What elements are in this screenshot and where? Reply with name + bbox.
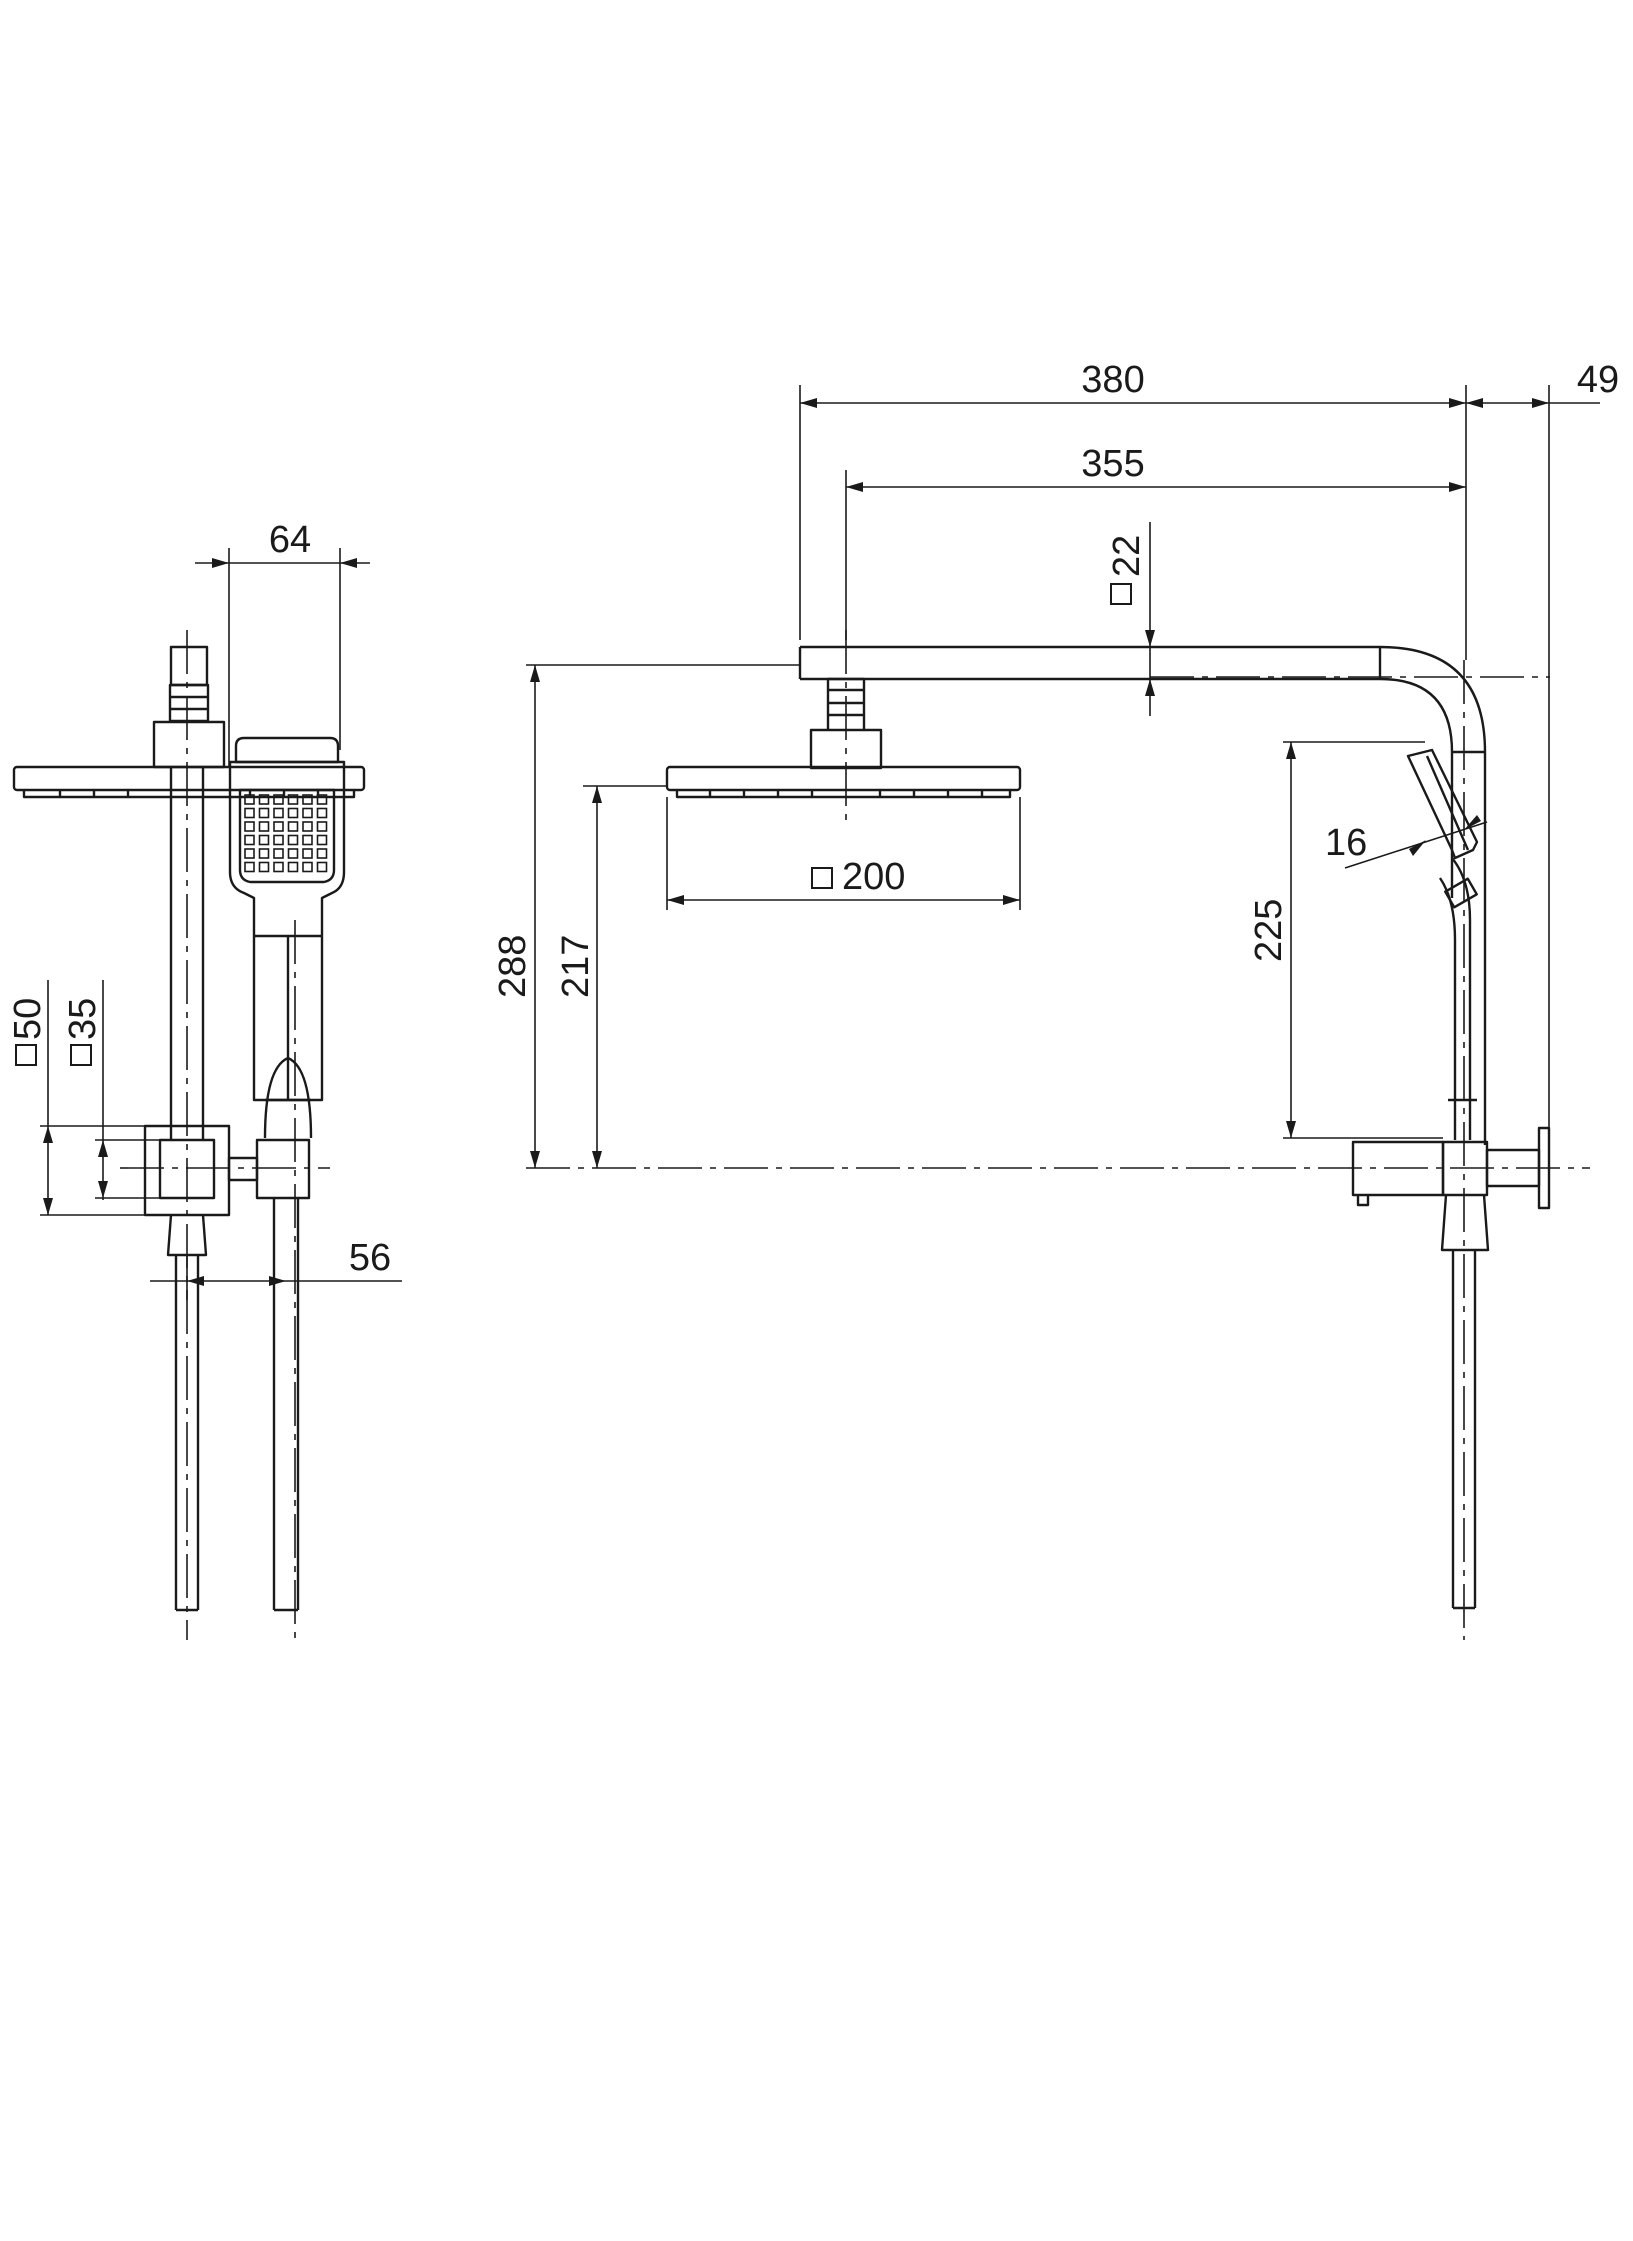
nozzle-hole	[273, 834, 284, 846]
dim-355: 355	[845, 443, 1466, 640]
shower-arm	[798, 645, 1487, 1145]
dim-56: 56	[150, 1237, 402, 1300]
front-view: 380 49 355 22	[492, 359, 1619, 1640]
dim-64: 64	[195, 519, 370, 767]
dim-217: 217	[555, 785, 667, 1168]
dim-200: 200	[666, 797, 1021, 910]
side-view: 64 50 35 56	[7, 519, 402, 1640]
nozzle-hole	[244, 807, 255, 819]
nozzle-hole	[287, 834, 299, 846]
nozzle-hole	[258, 834, 270, 846]
nozzle-hole	[273, 848, 284, 859]
front-hand-shower	[1406, 748, 1479, 1140]
dim-16: 16	[1325, 815, 1488, 869]
nozzle-hole	[273, 821, 284, 832]
front-head-nozzles	[708, 790, 984, 797]
dim-22: 22	[1106, 522, 1155, 716]
dim-200-label: 200	[842, 856, 905, 898]
nozzle-hole	[244, 861, 255, 873]
nozzle-hole	[244, 821, 255, 832]
nozzle-hole	[302, 861, 313, 873]
dim-50: 50	[7, 980, 145, 1216]
nozzle-hole	[258, 807, 270, 819]
nozzle-hole	[316, 807, 328, 819]
dim-225-label: 225	[1248, 899, 1290, 962]
nozzle-hole	[316, 794, 328, 805]
nozzle-hole	[302, 834, 313, 846]
nozzle-hole	[302, 807, 313, 819]
nozzle-hole	[258, 821, 270, 832]
dim-380-label: 380	[1081, 359, 1144, 401]
nozzle-hole	[302, 794, 313, 805]
dim-288: 288	[492, 664, 800, 1168]
nozzle-hole	[302, 821, 313, 832]
nozzle-hole	[287, 861, 299, 873]
nozzle-hole	[244, 794, 255, 805]
nozzle-hole	[244, 834, 255, 846]
side-hand-shower	[228, 736, 346, 1139]
dim-22-label: 22	[1106, 535, 1148, 577]
nozzle-hole	[273, 861, 284, 873]
dim-56-label: 56	[349, 1237, 391, 1279]
nozzle-hole	[287, 794, 299, 805]
dim-49-label: 49	[1577, 359, 1619, 401]
nozzle-hole	[244, 848, 255, 859]
nozzle-hole	[258, 848, 270, 859]
front-head-nut	[826, 677, 866, 717]
nozzle-hole	[258, 794, 270, 805]
nozzle-hole	[302, 848, 313, 859]
dim-217-label: 217	[555, 935, 597, 998]
rail-top-nut	[168, 683, 210, 723]
front-wall-mount	[1351, 1126, 1551, 1610]
dim-50-label: 50	[7, 998, 49, 1040]
dim-35-label: 35	[62, 998, 104, 1040]
nozzle-hole	[273, 794, 284, 805]
head-connector	[152, 720, 226, 769]
nozzle-hole	[316, 821, 328, 832]
dim-49: 49	[1466, 359, 1619, 1128]
dim-355-label: 355	[1081, 443, 1144, 485]
nozzle-hole	[258, 861, 270, 873]
nozzle-hole	[316, 861, 328, 873]
nozzle-hole	[287, 821, 299, 832]
nozzle-hole	[287, 807, 299, 819]
dim-380: 380	[799, 359, 1467, 660]
dim-288-label: 288	[492, 935, 534, 998]
dim-64-label: 64	[269, 519, 311, 561]
side-shower-head	[12, 765, 366, 792]
wall-plate	[1537, 1126, 1551, 1210]
dim-35: 35	[62, 980, 160, 1200]
hose-connector	[255, 1138, 311, 1200]
side-bracket-inner	[158, 1138, 216, 1200]
front-shower-head	[665, 765, 1022, 792]
rail-top-cap	[169, 645, 209, 687]
nozzle-hole	[287, 848, 299, 859]
nozzle-hole	[316, 834, 328, 846]
dim-16-label: 16	[1325, 822, 1367, 864]
hand-shower-nozzle-grid	[244, 794, 328, 873]
dim-225: 225	[1248, 741, 1443, 1139]
nozzle-hole	[273, 807, 284, 819]
nozzle-hole	[316, 848, 328, 859]
